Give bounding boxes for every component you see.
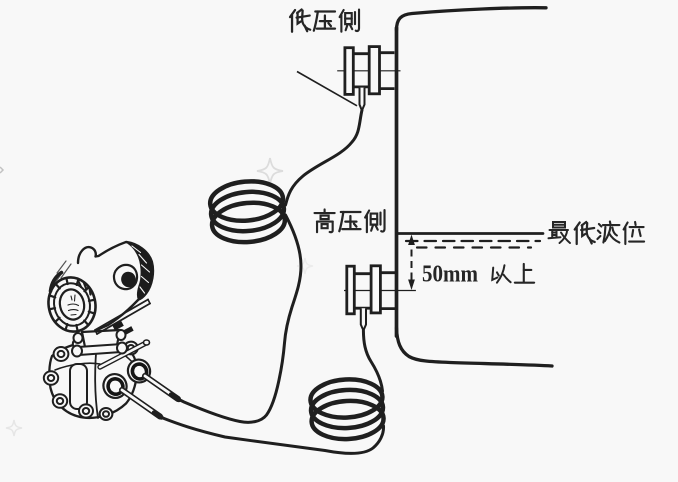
svg-text:50mm: 50mm [422, 261, 478, 288]
